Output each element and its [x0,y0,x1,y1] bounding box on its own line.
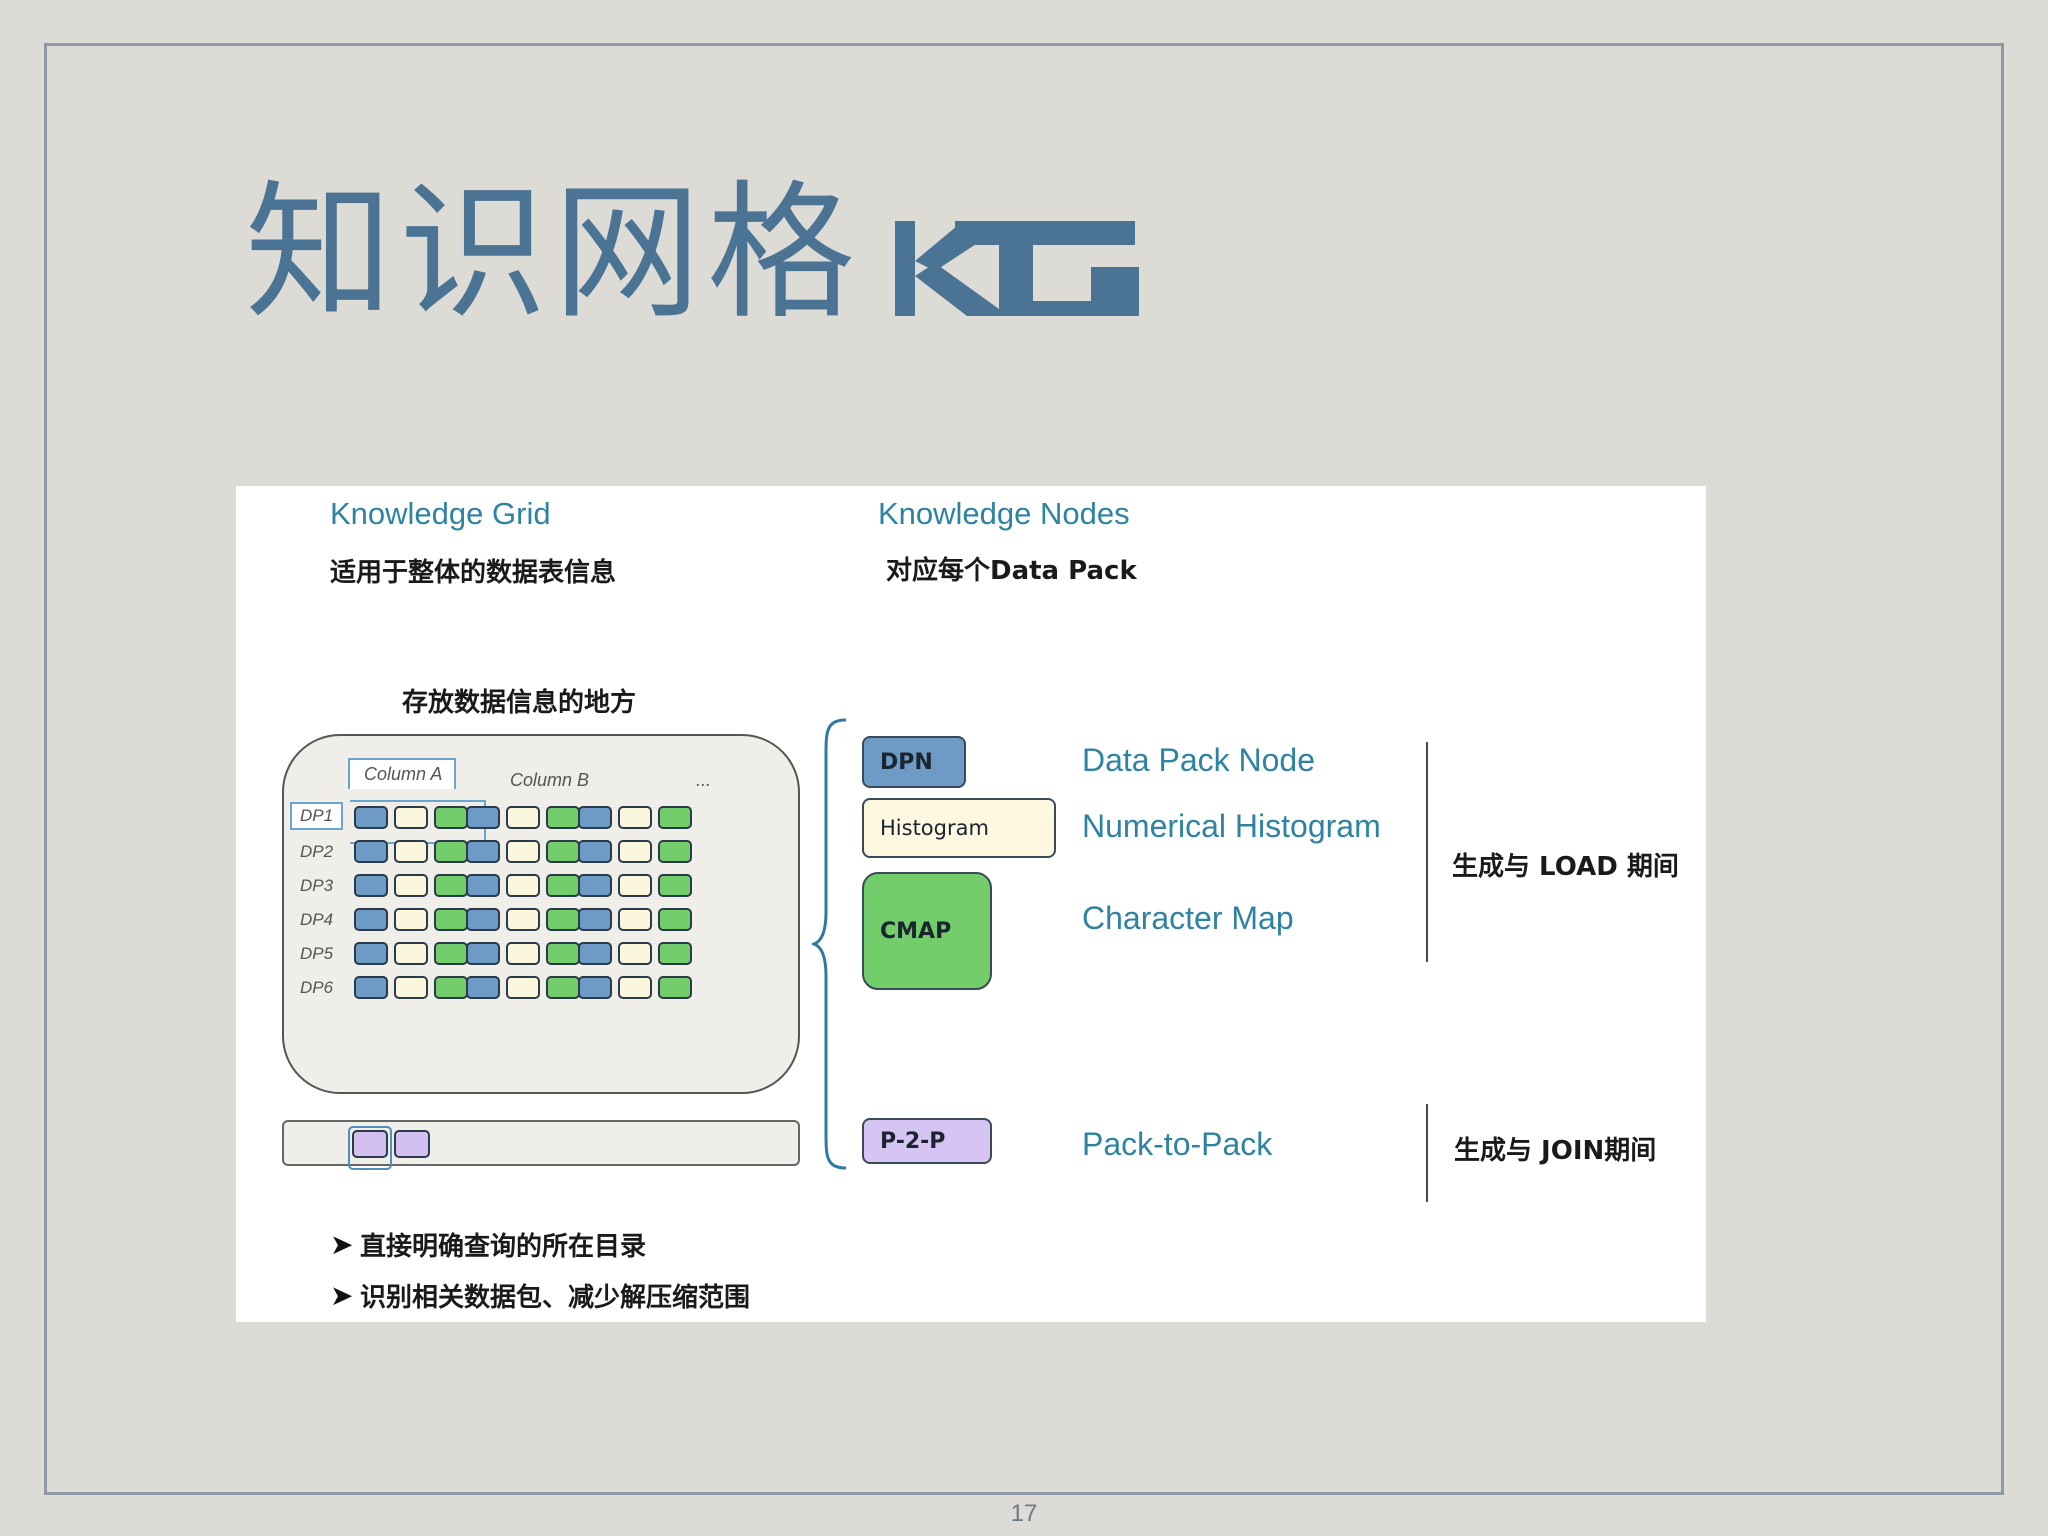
cell-cream [394,976,428,999]
cell-green [658,874,692,897]
cell-green [434,874,468,897]
cell-cream [618,874,652,897]
cell-cream [506,874,540,897]
knowledge-nodes-title: Knowledge Nodes [878,496,1130,531]
node-dpn: DPN [862,736,966,788]
cell-green [434,976,468,999]
column-header: Column B [510,770,590,790]
cell-blue [466,806,500,829]
cell-cream [506,976,540,999]
cell-green [434,942,468,965]
cell-cream [506,840,540,863]
join-divider [1426,1104,1428,1202]
arrow-bullet-icon: ➤ [330,1279,354,1312]
cell-green [658,806,692,829]
cell-blue [354,942,388,965]
cell-green [546,976,580,999]
join-phase-label: 生成与 JOIN期间 [1454,1136,1657,1166]
diagram-panel: Knowledge Grid 适用于整体的数据表信息 Knowledge Nod… [236,486,1706,1322]
p2p-highlight [348,1126,392,1170]
cell-cream [394,908,428,931]
cell-cream [618,976,652,999]
cell-blue [578,942,612,965]
knowledge-grid-title: Knowledge Grid [330,496,551,531]
cell-cream [618,840,652,863]
cell-blue [466,840,500,863]
bullet-item: ➤ 识别相关数据包、减少解压缩范围 [330,1277,750,1314]
load-phase-label: 生成与 LOAD 期间 [1452,852,1679,882]
cell-cream [394,840,428,863]
histogram-description: Numerical Histogram [1082,808,1381,844]
cell-green [546,942,580,965]
data-pack-grid: Column A Column B ... DP1 DP2 DP3 DP4 DP… [282,734,800,1094]
bullet-item: ➤ 直接明确查询的所在目录 [330,1226,750,1263]
cell-green [434,908,468,931]
pack-to-pack-bar [282,1120,800,1170]
title-area: 知识网格 [245,168,1139,338]
cell-cream [506,806,540,829]
p2p-description: Pack-to-Pack [1082,1126,1273,1162]
column-header: Column A [348,758,457,789]
row-label: DP1 [290,802,344,830]
node-cmap: CMAP [862,872,992,990]
row-label: DP2 [300,842,334,861]
bullet-text: 直接明确查询的所在目录 [360,1232,647,1262]
cell-blue [578,976,612,999]
cell-cream [394,942,428,965]
cell-cream [394,806,428,829]
cell-cream [506,908,540,931]
cell-blue [578,908,612,931]
cell-blue [466,942,500,965]
cell-cream [618,908,652,931]
cell-cream [618,942,652,965]
row-label: DP6 [300,978,334,997]
cell-blue [354,976,388,999]
row-label: DP3 [300,876,334,895]
slide-frame [44,43,2004,1495]
knowledge-grid-subtitle: 适用于整体的数据表信息 [330,558,617,588]
cell-green [658,840,692,863]
cell-blue [578,806,612,829]
cell-green [546,806,580,829]
cell-green [546,840,580,863]
slide-title: 知识网格 [245,167,861,339]
cell-blue [578,874,612,897]
node-p2p: P-2-P [862,1118,992,1164]
cell-green [434,806,468,829]
cell-blue [354,840,388,863]
cell-green [546,874,580,897]
cell-blue [354,874,388,897]
cell-green [658,908,692,931]
cell-cream [506,942,540,965]
kg-logo [895,220,1139,316]
arrow-bullet-icon: ➤ [330,1228,354,1261]
cell-green [434,840,468,863]
p2p-cell [352,1130,388,1158]
storage-label: 存放数据信息的地方 [402,688,637,718]
row-label: DP5 [300,944,334,963]
cell-blue [466,976,500,999]
p2p-cell [394,1130,430,1158]
cell-blue [354,806,388,829]
cell-blue [466,908,500,931]
dpn-description: Data Pack Node [1082,742,1316,778]
bullet-text: 识别相关数据包、减少解压缩范围 [360,1283,751,1313]
cell-blue [354,908,388,931]
cell-green [546,908,580,931]
cell-blue [466,874,500,897]
knowledge-nodes-subtitle: 对应每个Data Pack [886,556,1137,586]
cell-green [658,942,692,965]
cell-cream [618,806,652,829]
bullet-list: ➤ 直接明确查询的所在目录 ➤ 识别相关数据包、减少解压缩范围 [330,1226,750,1328]
brace-icon [812,718,847,1170]
cmap-description: Character Map [1082,900,1294,936]
load-divider [1426,742,1428,962]
page-number: 17 [1010,1500,1038,1527]
column-header: ... [696,770,712,790]
cell-cream [394,874,428,897]
node-histogram: Histogram [862,798,1056,858]
row-label: DP4 [300,910,334,929]
cell-green [658,976,692,999]
cell-blue [578,840,612,863]
